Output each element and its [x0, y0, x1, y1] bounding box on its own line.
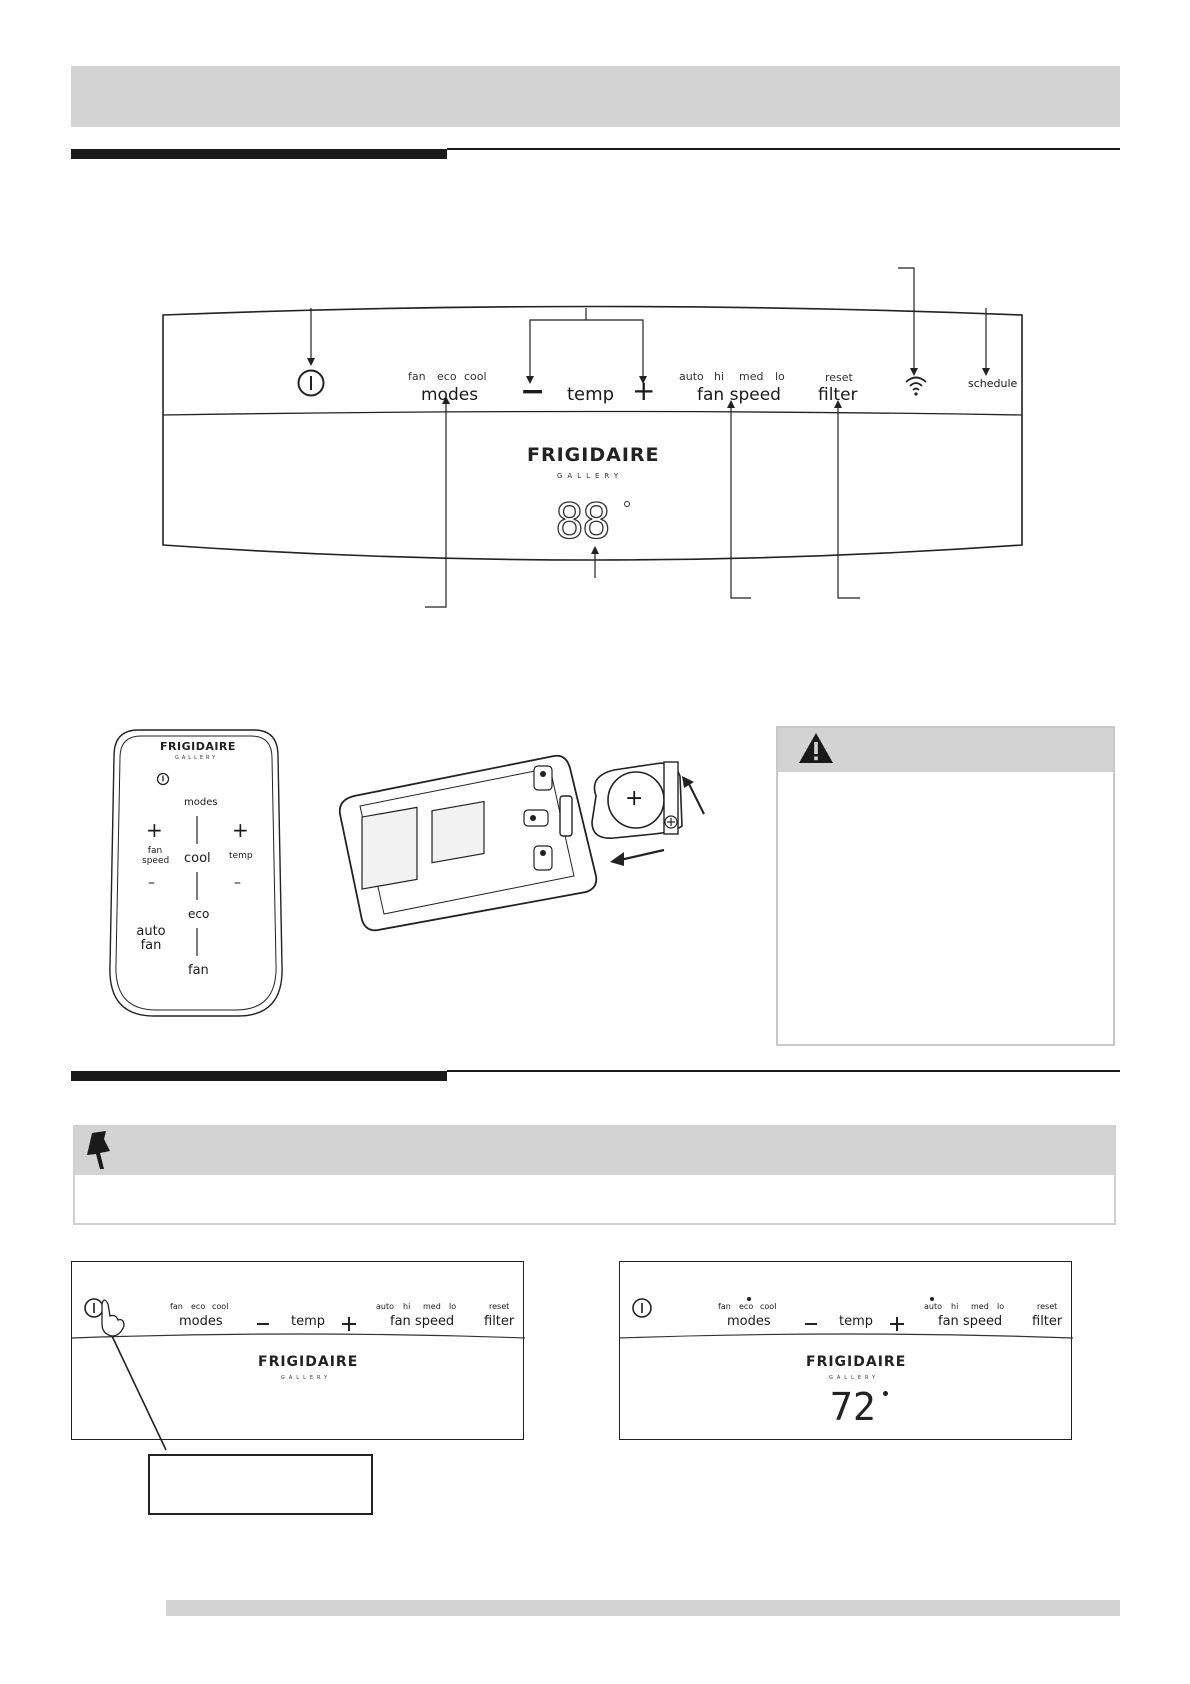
remote-auto-fan-button[interactable]: auto fan	[136, 924, 166, 954]
fan-speed-lo: lo	[449, 1302, 457, 1311]
temp-plus-button[interactable]	[342, 1317, 356, 1331]
fan-speed-lo: lo	[775, 370, 785, 383]
auto-active-indicator	[930, 1297, 934, 1301]
brand-logo: FRIGIDAIRE	[258, 1354, 359, 1370]
remote-brand-sub: GALLERY	[175, 755, 219, 761]
remote-modes-button[interactable]: modes	[184, 797, 218, 808]
warning-header	[778, 728, 1113, 772]
note-box	[73, 1125, 1116, 1225]
mode-fan: fan	[408, 370, 426, 383]
fan-speed-auto: auto	[376, 1302, 395, 1311]
wifi-icon[interactable]	[904, 374, 928, 396]
filter-button[interactable]: filter	[484, 1314, 515, 1329]
mode-cool: cool	[212, 1302, 229, 1311]
fan-speed-auto: auto	[679, 370, 704, 383]
fan-speed-med: med	[423, 1302, 441, 1311]
fan-speed-auto: auto	[924, 1302, 943, 1311]
panel-step-power: fan eco cool modes temp auto hi med lo f…	[71, 1261, 525, 1440]
temp-minus-button[interactable]: −	[520, 374, 546, 409]
mode-eco: eco	[437, 370, 457, 383]
power-icon[interactable]	[296, 368, 326, 398]
brand-sub: GALLERY	[829, 1375, 880, 1381]
brand-sub: GALLERY	[281, 1375, 332, 1381]
press-pointer	[101, 1299, 167, 1451]
mode-fan: fan	[170, 1302, 183, 1311]
filter-button[interactable]: filter	[1032, 1314, 1063, 1329]
remote-temp-plus[interactable]: +	[232, 818, 249, 842]
fan-speed-med: med	[971, 1302, 989, 1311]
temperature-display: 72	[830, 1385, 876, 1429]
fan-speed-button[interactable]: fan speed	[390, 1314, 455, 1329]
remote-power-icon[interactable]	[156, 772, 170, 786]
remote-cool-button[interactable]: cool	[184, 851, 211, 866]
temp-label: temp	[839, 1314, 874, 1329]
control-panel-outline	[162, 267, 1023, 608]
filter-reset-label: reset	[489, 1302, 510, 1311]
temp-minus-button[interactable]	[805, 1323, 817, 1325]
section-rule-thick	[71, 149, 447, 159]
degree-icon	[883, 1391, 888, 1396]
remote-temp-label: temp	[229, 851, 253, 861]
temp-plus-button[interactable]	[890, 1317, 904, 1331]
remote-back-drawing	[338, 754, 705, 932]
pushpin-icon	[87, 1131, 110, 1169]
section-rule-thin	[447, 148, 1120, 150]
panel-step-on-divider	[620, 1333, 1073, 1339]
fan-speed-button[interactable]: fan speed	[938, 1314, 1003, 1329]
remote-fan-speed-label: fan speed	[142, 846, 170, 866]
modes-button[interactable]: modes	[179, 1314, 223, 1329]
modes-button[interactable]: modes	[727, 1314, 771, 1329]
fan-speed-hi: hi	[951, 1302, 959, 1311]
remote-fan-speed-minus[interactable]: –	[148, 875, 155, 891]
mode-cool: cool	[760, 1302, 777, 1311]
mode-eco: eco	[739, 1302, 754, 1311]
warning-box	[776, 726, 1115, 1046]
section-rule-thin	[447, 1070, 1120, 1072]
remote-fan-speed-plus[interactable]: +	[146, 818, 163, 842]
temperature-display: 88	[554, 494, 611, 550]
panel-step-power-divider	[72, 1333, 525, 1339]
temp-label: temp	[567, 384, 615, 405]
temp-plus-button[interactable]: +	[632, 374, 656, 407]
battery-illustration: +	[334, 736, 724, 936]
warning-icon	[799, 733, 833, 763]
fan-speed-hi: hi	[714, 370, 725, 383]
temp-minus-button[interactable]	[257, 1323, 269, 1325]
filter-reset-label: reset	[1037, 1302, 1058, 1311]
mode-cool: cool	[464, 370, 487, 383]
remote-fan-button[interactable]: fan	[188, 963, 209, 978]
footer-band	[166, 1600, 1120, 1616]
battery-plus-symbol: +	[625, 786, 644, 811]
brand-logo: FRIGIDAIRE	[806, 1354, 907, 1370]
brand-sub: GALLERY	[557, 472, 624, 480]
temp-label: temp	[291, 1314, 326, 1329]
callout-box	[148, 1454, 373, 1515]
fan-speed-button[interactable]: fan speed	[697, 385, 781, 405]
fan-speed-hi: hi	[403, 1302, 411, 1311]
remote-control: FRIGIDAIRE GALLERY modes + + fan speed c…	[108, 728, 284, 1020]
schedule-button[interactable]: schedule	[968, 377, 1018, 390]
fan-speed-lo: lo	[997, 1302, 1005, 1311]
mode-eco: eco	[191, 1302, 206, 1311]
header-band	[71, 66, 1120, 127]
mode-fan: fan	[718, 1302, 731, 1311]
note-header	[75, 1127, 1114, 1175]
degree-icon	[624, 501, 630, 507]
brand-logo: FRIGIDAIRE	[527, 444, 660, 466]
remote-brand: FRIGIDAIRE	[160, 740, 236, 753]
control-panel-diagram: fan eco cool modes − temp + auto hi med …	[0, 0, 1190, 620]
filter-button[interactable]: filter	[818, 385, 858, 405]
power-icon[interactable]	[631, 1297, 653, 1319]
remote-outline	[109, 729, 283, 1017]
fan-speed-med: med	[739, 370, 764, 383]
eco-active-indicator	[747, 1297, 751, 1301]
remote-temp-minus[interactable]: –	[234, 875, 241, 891]
section-rule-thick	[71, 1071, 447, 1081]
filter-reset-label: reset	[825, 371, 853, 384]
modes-button[interactable]: modes	[421, 385, 479, 405]
remote-eco-button[interactable]: eco	[188, 907, 210, 921]
panel-step-on: fan eco cool modes temp auto hi med lo f…	[619, 1261, 1073, 1440]
